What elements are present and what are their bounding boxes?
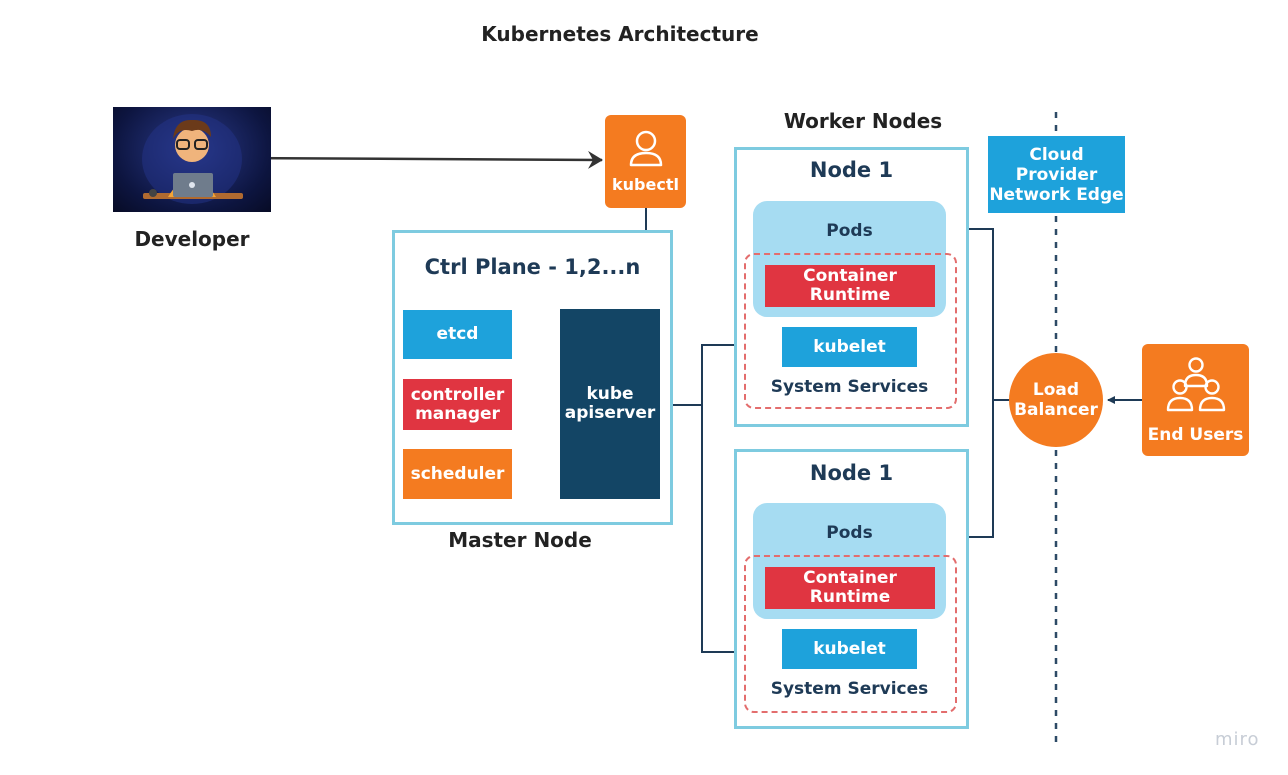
developer-illustration [113, 107, 271, 212]
system-services-label-2: System Services [770, 679, 929, 699]
scheduler-box: scheduler [403, 449, 512, 499]
container-runtime-box-1: Container Runtime [765, 265, 935, 307]
developer-label: Developer [134, 227, 250, 251]
pods-label-2: Pods [826, 523, 873, 543]
cloud-line2: Provider [1015, 164, 1098, 185]
etcd-box: etcd [403, 310, 512, 359]
controller-manager-box: controller manager [403, 379, 512, 430]
system-services-border-1 [744, 253, 957, 409]
controller-line1: controller [410, 384, 505, 405]
worker-node-1-title: Node 1 [809, 158, 894, 182]
kubelet-box-1: kubelet [782, 327, 917, 367]
kubectl-label: kubectl [612, 175, 679, 194]
system-services-border-2 [744, 555, 957, 713]
worker-nodes-label: Worker Nodes [783, 109, 943, 133]
pods-label-1: Pods [826, 221, 873, 241]
cloud-provider-edge-box: Cloud Provider Network Edge [988, 136, 1125, 213]
miro-watermark: miro [1215, 729, 1260, 750]
page-title: Kubernetes Architecture [481, 22, 759, 46]
apiserver-line1: kube [586, 384, 634, 404]
lb-line1: Load [1032, 380, 1080, 400]
controller-line2: manager [415, 403, 500, 424]
kubectl-box: kubectl [605, 115, 686, 208]
end-users-box: End Users [1142, 344, 1249, 456]
worker-node-2-title: Node 1 [809, 461, 894, 485]
cloud-line1: Cloud [1029, 144, 1084, 165]
master-node-label: Master Node [448, 528, 592, 552]
end-users-label: End Users [1147, 424, 1244, 445]
apiserver-line2: apiserver [564, 403, 656, 423]
cloud-line3: Network Edge [989, 184, 1124, 205]
user-icon [628, 129, 664, 173]
kube-apiserver-box: kube apiserver [560, 309, 660, 499]
system-services-label-1: System Services [770, 377, 929, 397]
lb-line2: Balancer [1014, 400, 1098, 420]
container-runtime-box-2: Container Runtime [765, 567, 935, 609]
kubelet-box-2: kubelet [782, 629, 917, 669]
load-balancer-circle: Load Balancer [1009, 353, 1103, 447]
control-plane-title: Ctrl Plane - 1,2...n [424, 255, 641, 279]
users-group-icon [1163, 356, 1229, 419]
lb-to-pods1-link [953, 225, 1010, 401]
developer-to-kubectl-arrow [231, 150, 603, 169]
